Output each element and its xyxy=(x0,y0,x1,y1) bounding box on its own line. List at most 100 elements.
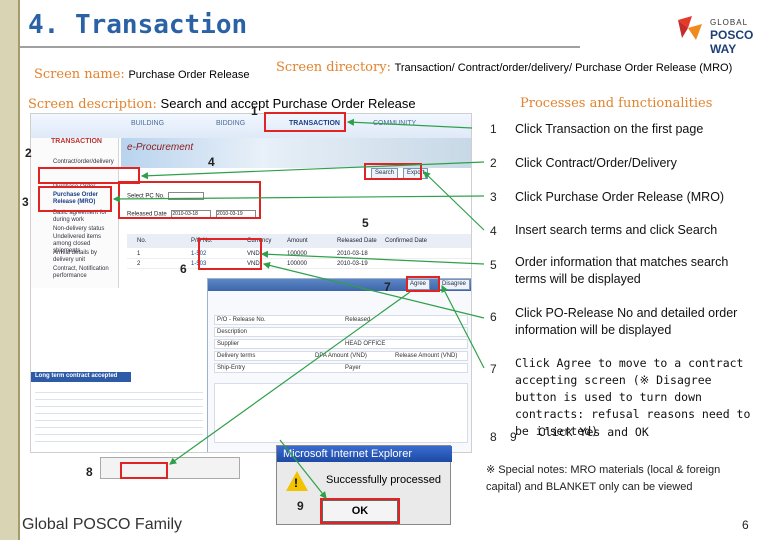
process-text: Click Contract/Order/Delivery xyxy=(515,156,677,170)
process-num: 9 xyxy=(510,430,517,444)
field-label: P/O - Release No. xyxy=(217,317,266,323)
popup-row: P/O - Release No. Released xyxy=(214,315,468,325)
processes-title: Processes and functionalities xyxy=(520,96,713,111)
sidebar-item-performance[interactable]: Contract, Notification performance xyxy=(53,266,109,279)
screen-name-label: Screen name: xyxy=(34,67,125,82)
process-text: Click PO-Release No and detailed order i… xyxy=(515,306,738,337)
select-pc-row: Select PC No. xyxy=(127,192,204,200)
popup-header xyxy=(208,279,471,291)
alert-body-text xyxy=(35,386,203,446)
process-text: Order information that matches search te… xyxy=(515,255,729,286)
warning-mark: ! xyxy=(294,476,298,490)
sidebar-item-undelivered[interactable]: Undelivered items among closed shipments xyxy=(53,234,102,254)
process-num: 8 xyxy=(490,430,497,444)
screen-name-value: Purchase Order Release xyxy=(128,69,250,81)
step-marker-9: 9 xyxy=(297,499,304,513)
screen-name: Screen name: Purchase Order Release xyxy=(34,66,250,82)
cell: VND xyxy=(247,251,260,257)
cell: 2 xyxy=(137,261,141,267)
sidebar-item-non-delivery[interactable]: Non-delivery status xyxy=(53,226,105,232)
screen-description-label: Screen description: xyxy=(28,97,157,112)
screen-directory-value: Transaction/ Contract/order/delivery/ Pu… xyxy=(394,62,733,74)
process-num: 4 xyxy=(490,224,497,238)
nav-building[interactable]: BUILDING xyxy=(131,120,165,127)
cell: 1 xyxy=(137,251,141,257)
highlight-search-buttons xyxy=(364,163,422,180)
col-released-date: Released Date xyxy=(337,238,377,244)
highlight-po-release xyxy=(38,186,112,212)
process-text: Insert search terms and click Search xyxy=(515,223,718,237)
warning-icon xyxy=(286,471,308,491)
left-decor-bar xyxy=(0,0,18,540)
title-divider xyxy=(20,46,580,48)
highlight-agree xyxy=(406,276,440,292)
special-note: ※ Special notes: MRO materials (local & … xyxy=(486,464,721,493)
screen-description: Screen description: Search and accept Pu… xyxy=(28,96,416,112)
brand-text: e-Procurement xyxy=(127,142,194,153)
page-number: 6 xyxy=(742,518,749,532)
process-num: 6 xyxy=(490,310,497,324)
highlight-transaction xyxy=(264,112,346,132)
nav-bidding[interactable]: BIDDING xyxy=(216,120,246,127)
process-text: Click Purchase Order Release (MRO) xyxy=(515,190,725,204)
highlight-contract xyxy=(38,167,140,184)
process-num: 1 xyxy=(490,122,497,136)
sidebar-item-po-release[interactable]: Purchase Order Release (MRO) xyxy=(53,192,99,205)
screen-description-value: Search and accept Purchase Order Release xyxy=(160,96,416,111)
left-decor-line xyxy=(18,0,20,540)
popup-row: Description xyxy=(214,327,468,337)
step-marker-3: 3 xyxy=(22,195,29,209)
step-marker-2: 2 xyxy=(25,146,32,160)
procurement-screenshot: BUILDING BIDDING TRANSACTION COMMUNITY e… xyxy=(30,113,472,453)
sidebar-item-contract[interactable]: Contract/order/delivery xyxy=(53,159,114,165)
col-confirmed-date: Confirmed Date xyxy=(385,238,428,244)
order-detail-popup: Agree Disagree P/O - Release No.Released… xyxy=(207,278,471,452)
nav-transaction[interactable]: TRANSACTION xyxy=(289,120,340,127)
footer-brand: Global POSCO Family xyxy=(22,516,183,533)
cell: 2010-03-18 xyxy=(337,251,368,257)
field-label: Payer xyxy=(345,365,361,371)
field-label: Released xyxy=(345,317,371,323)
step-marker-6: 6 xyxy=(180,262,187,276)
alert-heading: Long term contract accepted xyxy=(35,373,118,379)
cell: 100000 xyxy=(287,251,308,257)
col-currency: Currency xyxy=(247,238,272,244)
field-label: Release Amount (VND) xyxy=(395,353,458,359)
step-marker-1: 1 xyxy=(251,104,258,118)
col-no: No. xyxy=(137,238,147,244)
select-pc-label: Select PC No. xyxy=(127,193,165,200)
cell: 100000 xyxy=(287,261,308,267)
cell: VND xyxy=(247,261,260,267)
ok-button[interactable]: OK xyxy=(322,500,398,522)
cell: 2010-03-19 xyxy=(337,261,368,267)
process-num: 7 xyxy=(490,362,497,376)
screen-directory: Screen directory: Transaction/ Contract/… xyxy=(276,59,756,76)
process-text: Click Yes and OK xyxy=(538,425,649,439)
logo-main-text: POSCO WAY xyxy=(710,28,754,56)
posco-logo-icon xyxy=(678,16,702,40)
col-po-no: P/O No. xyxy=(191,238,213,244)
process-num: 3 xyxy=(490,190,497,204)
process-text: Click Transaction on the first page xyxy=(515,122,704,136)
highlight-yes xyxy=(120,462,168,479)
field-label: Description xyxy=(217,329,248,335)
field-label: HEAD OFFICE xyxy=(345,341,386,347)
step-marker-4: 4 xyxy=(208,155,215,169)
select-pc-input[interactable] xyxy=(167,192,204,200)
screen-directory-label: Screen directory: xyxy=(276,60,391,75)
step-marker-8: 8 xyxy=(86,465,93,479)
dialog-message: Successfully processed xyxy=(326,474,441,486)
field-label: DPA Amount (VND) xyxy=(315,353,367,359)
process-text: Click Agree to move to a contract accept… xyxy=(515,356,751,438)
sidebar-item-arrival[interactable]: Arrival details by delivery unit xyxy=(53,250,98,263)
step-marker-7: 7 xyxy=(384,280,391,294)
table-header: No. P/O No. Currency Amount Released Dat… xyxy=(127,234,471,248)
alert-title-bar xyxy=(31,372,131,382)
nav-community[interactable]: COMMUNITY xyxy=(373,120,417,127)
sidebar-item-basic-agreement[interactable]: Basic agreement for during work xyxy=(53,210,107,223)
top-nav: BUILDING BIDDING TRANSACTION COMMUNITY xyxy=(31,114,471,138)
logo-top-text: GLOBAL xyxy=(710,18,749,27)
